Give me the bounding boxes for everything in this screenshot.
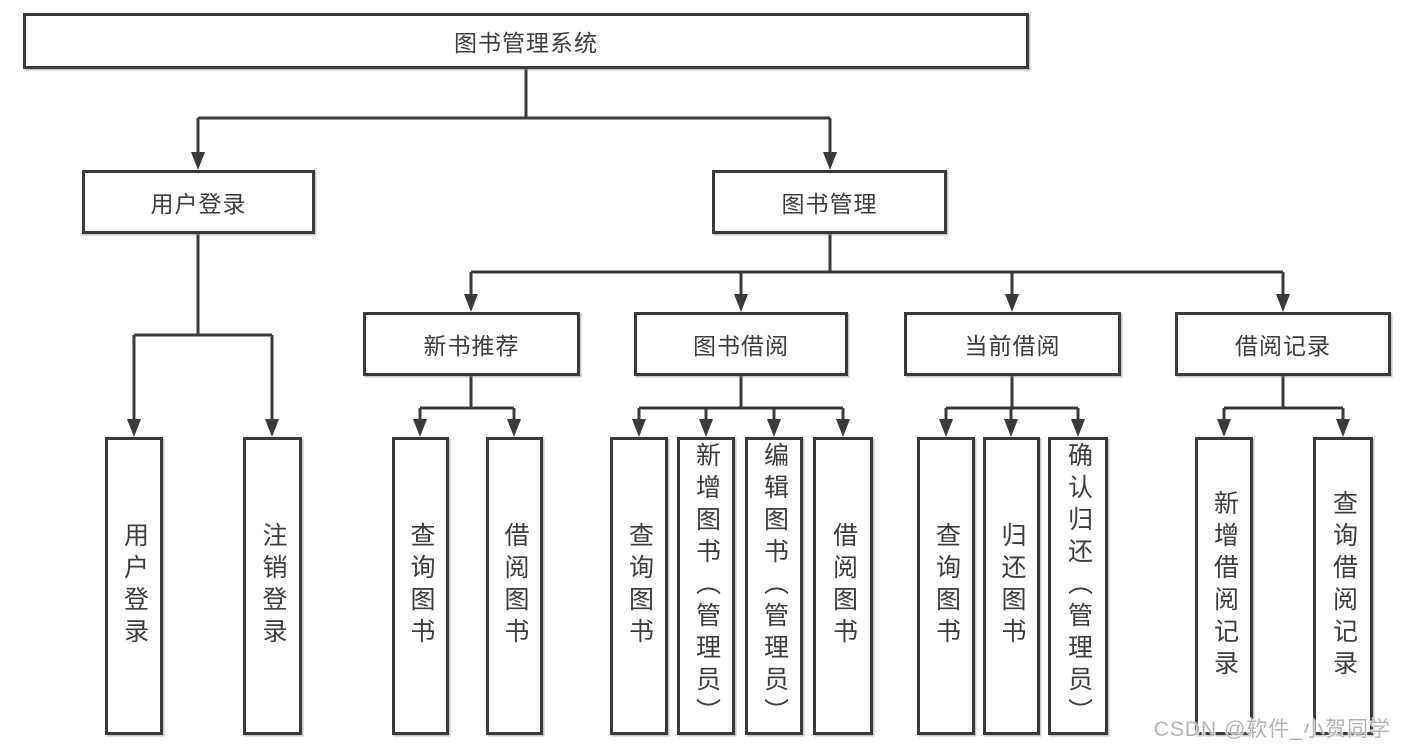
arrowhead <box>767 419 781 437</box>
leaf-label: 借阅图书 <box>501 522 529 650</box>
arrowhead <box>191 152 205 170</box>
leaf-user-login: 用户登录 <box>105 437 163 735</box>
arrowhead <box>632 419 646 437</box>
arrowhead <box>1005 294 1019 312</box>
connector-current-borrowing-to-leaves <box>939 376 1085 437</box>
leaf-borrow-books-borrowing: 借阅图书 <box>813 437 873 735</box>
node-system-root: 图书管理系统 <box>23 13 1029 69</box>
connector-borrow-records-to-leaves <box>1217 376 1350 437</box>
connector-new-book-recommend-to-leaves <box>413 376 521 437</box>
arrowhead <box>734 294 748 312</box>
arrowhead <box>507 419 521 437</box>
leaf-borrow-books-recommend: 借阅图书 <box>486 437 543 735</box>
leaf-label: 查询图书 <box>407 522 435 650</box>
node-label: 图书借阅 <box>693 333 789 359</box>
arrowhead <box>413 419 427 437</box>
node-new-book-recommend: 新书推荐 <box>363 312 580 376</box>
node-current-borrowing: 当前借阅 <box>904 312 1121 376</box>
leaf-confirm-return-admin: 确认归还（管理员） <box>1048 437 1108 735</box>
arrowhead <box>939 419 953 437</box>
arrowhead <box>265 419 279 437</box>
leaf-label: 归还图书 <box>998 522 1026 650</box>
arrowhead <box>464 294 478 312</box>
node-book-management: 图书管理 <box>712 170 947 234</box>
leaf-label: 注销登录 <box>259 522 287 650</box>
leaf-add-book-admin: 新增图书（管理员） <box>677 437 735 735</box>
connector-book-management-to-level3 <box>464 234 1290 312</box>
leaf-label: 查询图书 <box>932 522 961 650</box>
arrowhead <box>127 419 141 437</box>
connector-user-login-to-leaves <box>127 234 279 437</box>
leaf-query-books-borrowing: 查询图书 <box>610 437 668 735</box>
leaf-query-borrow-record: 查询借阅记录 <box>1313 437 1373 735</box>
connector-root-to-level2 <box>191 69 837 170</box>
leaf-label: 查询图书 <box>625 522 654 650</box>
node-label: 图书管理系统 <box>454 30 598 56</box>
node-book-borrowing: 图书借阅 <box>634 312 848 376</box>
arrowhead <box>699 419 713 437</box>
leaf-return-book: 归还图书 <box>983 437 1040 735</box>
leaf-label: 编辑图书（管理员） <box>760 442 789 730</box>
leaf-query-books-current: 查询图书 <box>917 437 975 735</box>
leaf-label: 新增图书（管理员） <box>692 442 721 730</box>
leaf-query-books-recommend: 查询图书 <box>392 437 449 735</box>
leaf-logout: 注销登录 <box>243 437 302 735</box>
arrowhead <box>1004 419 1018 437</box>
arrowhead <box>1336 419 1350 437</box>
node-label: 用户登录 <box>150 191 247 217</box>
leaf-label: 确认归还（管理员） <box>1064 442 1093 730</box>
watermark: CSDN @软件_小贺同学 <box>1153 718 1391 741</box>
arrowhead <box>823 152 837 170</box>
node-label: 当前借阅 <box>964 333 1061 359</box>
node-label: 借阅记录 <box>1235 333 1331 359</box>
connector-book-borrowing-to-leaves <box>632 376 850 437</box>
leaf-label: 新增借阅记录 <box>1210 490 1239 682</box>
leaf-label: 用户登录 <box>120 522 149 650</box>
node-label: 图书管理 <box>781 191 878 217</box>
leaf-edit-book-admin: 编辑图书（管理员） <box>745 437 803 735</box>
arrowhead <box>836 419 850 437</box>
node-borrow-records: 借阅记录 <box>1175 312 1391 376</box>
leaf-label: 借阅图书 <box>829 522 858 650</box>
arrowhead <box>1217 419 1231 437</box>
arrowhead <box>1276 294 1290 312</box>
leaf-label: 查询借阅记录 <box>1329 490 1358 682</box>
node-label: 新书推荐 <box>423 333 520 359</box>
node-user-login: 用户登录 <box>82 170 315 234</box>
arrowhead <box>1071 419 1085 437</box>
leaf-add-borrow-record: 新增借阅记录 <box>1195 437 1253 735</box>
